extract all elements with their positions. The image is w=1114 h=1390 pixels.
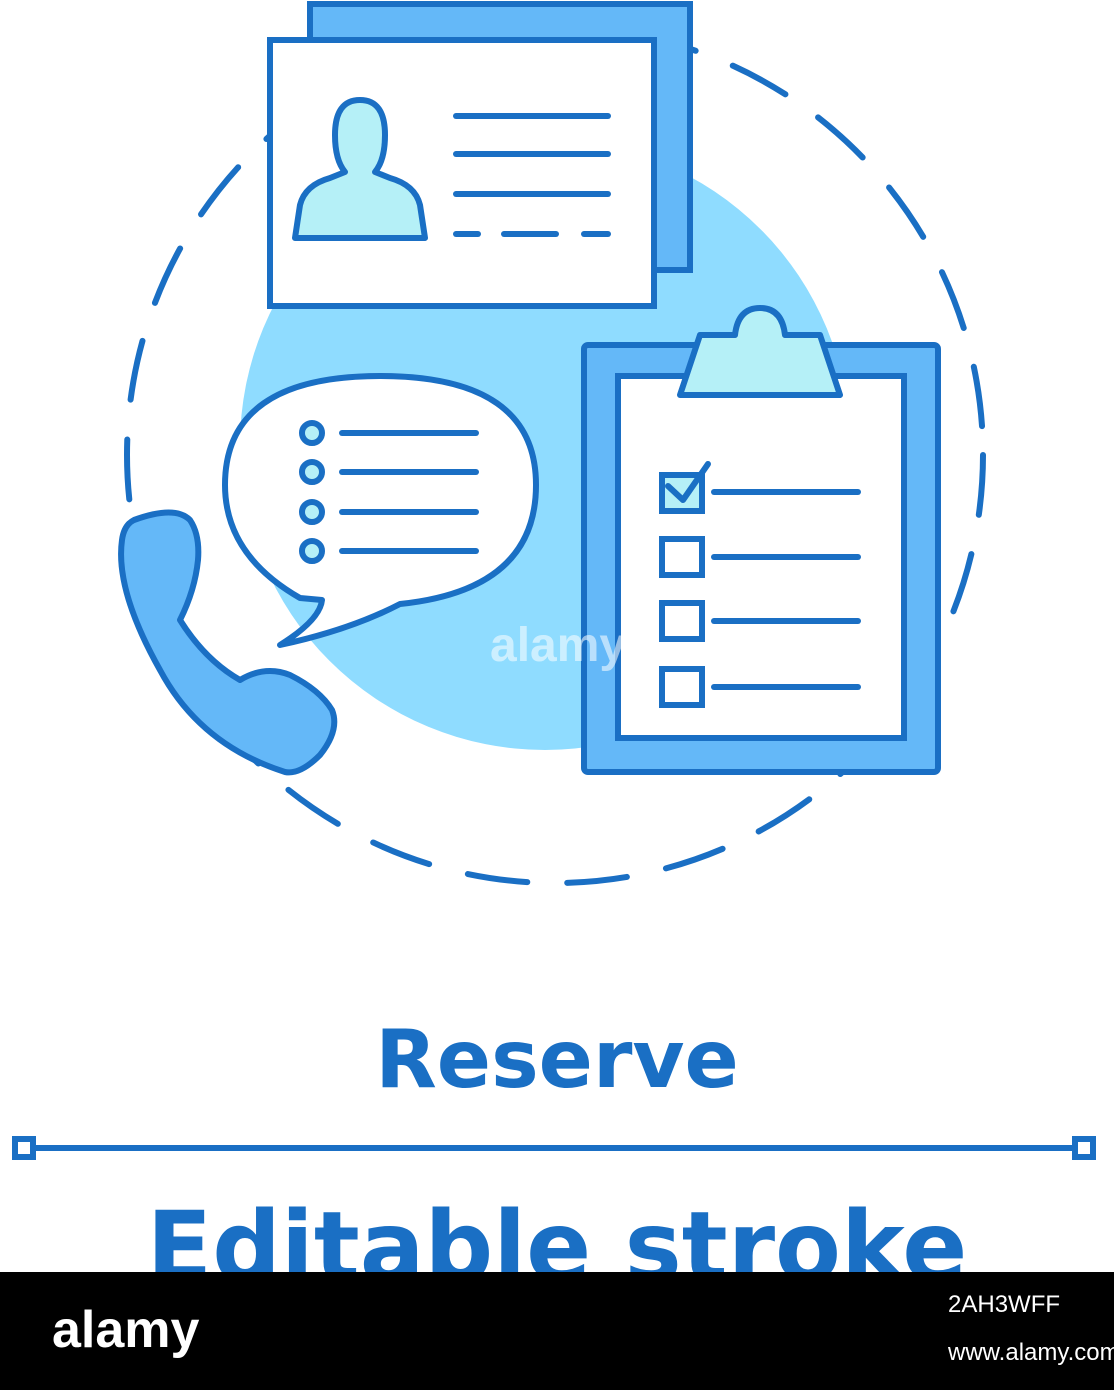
stroke-handle-right[interactable] xyxy=(1072,1136,1096,1160)
watermark-url: www.alamy.com xyxy=(948,1339,1114,1366)
stroke-divider-line xyxy=(34,1145,1080,1151)
id-card-icon xyxy=(267,1,693,309)
user-silhouette-icon xyxy=(292,97,428,241)
checkbox-empty-icon xyxy=(659,600,705,642)
checkbox-empty-icon xyxy=(659,666,705,708)
speech-bubble-list-icon xyxy=(222,373,539,648)
watermark-center-text: alamy xyxy=(490,619,627,672)
concept-title: Reserve xyxy=(375,1013,739,1106)
illustration-canvas: alamy Reserve Editable stroke xyxy=(12,1,1096,1302)
phone-handset-icon xyxy=(118,509,338,776)
checkbox-empty-icon xyxy=(659,536,705,578)
checkbox-checked-icon xyxy=(659,461,711,514)
reserve-concept-illustration xyxy=(118,1,986,886)
watermark-bar xyxy=(0,1272,1114,1390)
watermark-logo: alamy xyxy=(52,1301,200,1359)
clipboard-checklist-icon xyxy=(581,305,941,775)
watermark-image-id: 2AH3WFF xyxy=(948,1291,1061,1318)
stroke-handle-left[interactable] xyxy=(12,1136,36,1160)
